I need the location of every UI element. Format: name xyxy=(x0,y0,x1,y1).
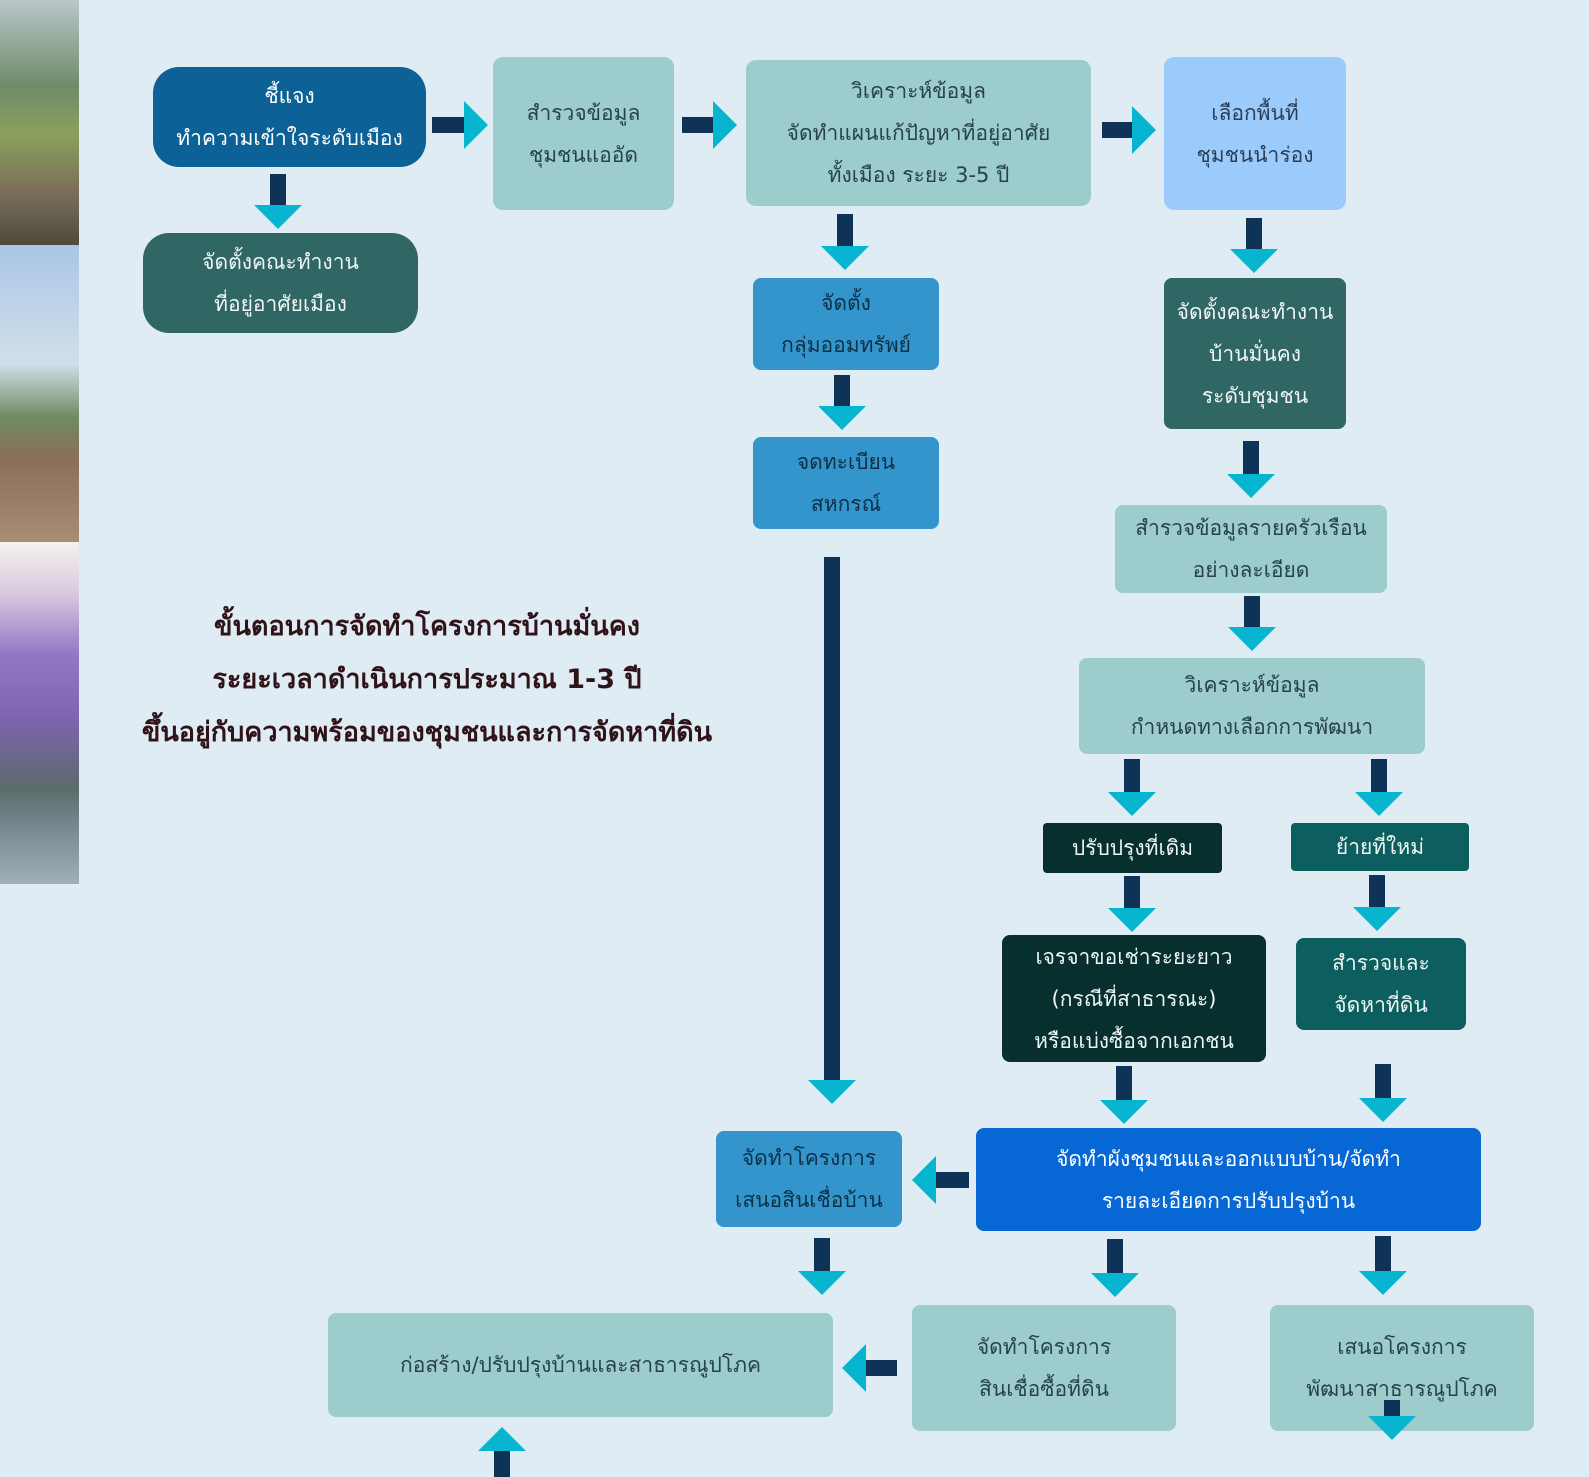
node-city-committee: จัดตั้งคณะทำงาน ที่อยู่อาศัยเมือง xyxy=(143,233,418,333)
arrow-shaft xyxy=(1369,875,1385,908)
node-layout-design: จัดทำผังชุมชนและออกแบบบ้าน/จัดทำ รายละเอ… xyxy=(976,1128,1481,1231)
arrow-shaft xyxy=(1102,122,1133,138)
node-survey-land: สำรวจและ จัดหาที่ดิน xyxy=(1296,938,1466,1030)
arrow-head xyxy=(1359,1271,1407,1295)
node-cooperative: จดทะเบียน สหกรณ์ xyxy=(753,437,939,529)
arrow-shaft xyxy=(1246,218,1262,250)
node-utilities: เสนอโครงการ พัฒนาสาธารณูปโภค xyxy=(1270,1305,1534,1431)
title-line-2: ระยะเวลาดำเนินการประมาณ 1-3 ปี xyxy=(212,664,642,695)
arrow-shaft xyxy=(270,174,286,206)
node-construct: ก่อสร้าง/ปรับปรุงบ้านและสาธารณูปโภค xyxy=(328,1313,833,1417)
title-line-3: ขึ้นอยู่กับความพร้อมของชุมชนและการจัดหาท… xyxy=(141,717,713,748)
arrow-shaft xyxy=(837,214,853,247)
arrow-shaft xyxy=(814,1238,830,1272)
node-land-loan: จัดทำโครงการ สินเชื่อซื้อที่ดิน xyxy=(912,1305,1176,1431)
arrow-shaft xyxy=(1243,441,1259,475)
arrow-head xyxy=(798,1271,846,1295)
arrow-head xyxy=(1100,1100,1148,1124)
arrow-head xyxy=(254,205,302,229)
node-relocate: ย้ายที่ใหม่ xyxy=(1291,823,1469,871)
arrow-head xyxy=(1359,1098,1407,1122)
node-survey: สำรวจข้อมูล ชุมชนแออัด xyxy=(493,57,674,210)
arrow-head xyxy=(1227,474,1275,498)
arrow-shaft xyxy=(1107,1239,1123,1274)
node-analysis-plan: วิเคราะห์ข้อมูล จัดทำแผนแก้ปัญหาที่อยู่อ… xyxy=(746,60,1091,206)
node-options-analysis: วิเคราะห์ข้อมูล กำหนดทางเลือกการพัฒนา xyxy=(1079,658,1425,754)
arrow-shaft xyxy=(935,1172,969,1188)
diagram-title: ขั้นตอนการจัดทำโครงการบ้านมั่นคง ระยะเวล… xyxy=(84,600,770,759)
arrow-head xyxy=(713,101,737,149)
arrow-shaft xyxy=(1244,596,1260,628)
arrow-shaft xyxy=(1375,1064,1391,1099)
arrow-shaft xyxy=(494,1450,510,1477)
arrow-head xyxy=(808,1080,856,1104)
node-community-committee: จัดตั้งคณะทำงาน บ้านมั่นคง ระดับชุมชน xyxy=(1164,278,1346,429)
arrow-head xyxy=(464,101,488,149)
arrow-head xyxy=(478,1427,526,1451)
arrow-shaft xyxy=(1116,1066,1132,1101)
arrow-head xyxy=(1108,792,1156,816)
arrow-head xyxy=(1132,106,1156,154)
arrow-head xyxy=(1108,908,1156,932)
arrow-shaft xyxy=(824,557,840,1081)
photo-strip-riverside-house xyxy=(0,0,79,245)
arrow-head xyxy=(1091,1273,1139,1297)
node-savings-group: จัดตั้ง กลุ่มออมทรัพย์ xyxy=(753,278,939,370)
node-upgrade-site: ปรับปรุงที่เดิม xyxy=(1043,823,1222,873)
arrow-shaft xyxy=(1371,759,1387,793)
photo-strip-purple-houses xyxy=(0,542,79,884)
arrow-head xyxy=(1355,792,1403,816)
arrow-shaft xyxy=(1384,1400,1400,1417)
arrow-head xyxy=(1228,627,1276,651)
arrow-head xyxy=(1368,1416,1416,1440)
arrow-head xyxy=(1230,249,1278,273)
arrow-shaft xyxy=(1124,759,1140,793)
arrow-shaft xyxy=(682,117,714,133)
node-housing-loan: จัดทำโครงการ เสนอสินเชื่อบ้าน xyxy=(716,1131,902,1227)
arrow-head xyxy=(821,246,869,270)
arrow-head xyxy=(842,1344,866,1392)
title-line-1: ขั้นตอนการจัดทำโครงการบ้านมั่นคง xyxy=(214,611,640,642)
node-pilot: เลือกพื้นที่ ชุมชนนำร่อง xyxy=(1164,57,1346,210)
node-explain: ชี้แจง ทำความเข้าใจระดับเมือง xyxy=(153,67,426,167)
node-household-survey: สำรวจข้อมูลรายครัวเรือน อย่างละเอียด xyxy=(1115,505,1387,593)
node-negotiate: เจรจาขอเช่าระยะยาว (กรณีที่สาธารณะ) หรือ… xyxy=(1002,935,1266,1062)
arrow-shaft xyxy=(865,1360,897,1376)
arrow-shaft xyxy=(1375,1236,1391,1272)
photo-strip-construction-site xyxy=(0,245,79,542)
arrow-head xyxy=(1353,907,1401,931)
arrow-shaft xyxy=(1124,876,1140,909)
arrow-shaft xyxy=(432,117,465,133)
arrow-head xyxy=(818,406,866,430)
arrow-head xyxy=(912,1156,936,1204)
arrow-shaft xyxy=(834,375,850,407)
